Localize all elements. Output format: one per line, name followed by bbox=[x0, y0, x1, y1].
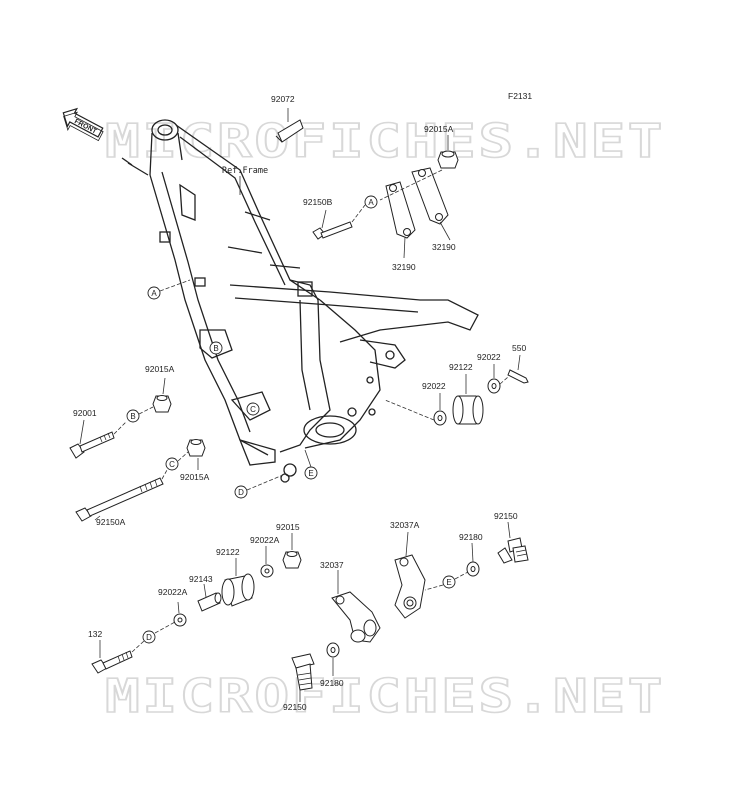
part-92150B-bolt bbox=[312, 209, 353, 240]
callout-c-left: C bbox=[169, 460, 175, 469]
part-132-bolt bbox=[91, 640, 133, 674]
label-92150-right: 92150 bbox=[494, 511, 518, 521]
callout-e-frame: E bbox=[308, 469, 313, 478]
label-92150B: 92150B bbox=[303, 197, 333, 207]
watermark-bottom: MICROFICHES.NET bbox=[105, 669, 665, 723]
callout-d-lower: D bbox=[146, 633, 152, 642]
label-92150A: 92150A bbox=[96, 517, 126, 527]
label-92001: 92001 bbox=[73, 408, 97, 418]
callout-a-top: A bbox=[368, 198, 374, 207]
figure-id: F2131 bbox=[508, 91, 532, 101]
part-92150A-long-bolt bbox=[75, 477, 164, 522]
label-92022A-b: 92022A bbox=[158, 587, 188, 597]
part-92072-clip bbox=[275, 108, 304, 143]
motorcycle-frame bbox=[121, 119, 479, 483]
part-32037-link bbox=[331, 570, 381, 643]
callout-c-frame: C bbox=[250, 405, 256, 414]
part-92122-collar-a bbox=[452, 374, 484, 425]
label-92015A-c: 92015A bbox=[180, 472, 210, 482]
part-92015A-nut-c bbox=[186, 439, 206, 470]
label-92022A-a: 92022A bbox=[250, 535, 280, 545]
ref-frame-label: Ref.Frame bbox=[222, 166, 268, 176]
label-92015A-top: 92015A bbox=[424, 124, 454, 134]
part-92143-collar bbox=[197, 583, 222, 612]
label-32190-a: 32190 bbox=[432, 242, 456, 252]
part-92022A-washer-a bbox=[260, 546, 274, 578]
part-550-cotter-pin bbox=[507, 354, 529, 384]
label-32190-b: 32190 bbox=[392, 262, 416, 272]
part-92180-washer-a bbox=[466, 542, 480, 577]
callout-e-lower: E bbox=[446, 578, 451, 587]
label-92022-b: 92022 bbox=[422, 381, 446, 391]
part-32037A-link bbox=[394, 531, 426, 619]
callout-b-frame: B bbox=[213, 344, 218, 353]
part-92180-washer-b bbox=[326, 642, 340, 676]
part-92150-flange-bolt bbox=[497, 521, 529, 564]
part-92001-bolt bbox=[69, 419, 115, 459]
label-32037A: 32037A bbox=[390, 520, 420, 530]
label-92180-b: 92180 bbox=[320, 678, 344, 688]
label-92072: 92072 bbox=[271, 94, 295, 104]
part-92022A-washer-b bbox=[173, 601, 187, 627]
part-92122-collar-b bbox=[221, 558, 255, 607]
callout-b-left: B bbox=[130, 412, 135, 421]
label-92015: 92015 bbox=[276, 522, 300, 532]
label-92122-b: 92122 bbox=[216, 547, 240, 557]
label-92022-a: 92022 bbox=[477, 352, 501, 362]
part-92015-nut bbox=[282, 533, 302, 569]
callout-a-frame: A bbox=[151, 289, 157, 298]
label-92122-a: 92122 bbox=[449, 362, 473, 372]
label-550: 550 bbox=[512, 343, 526, 353]
part-32190-bracket-front bbox=[385, 181, 416, 239]
part-92150-flange-bolt-lower bbox=[291, 653, 315, 702]
label-92180-a: 92180 bbox=[459, 532, 483, 542]
label-32037: 32037 bbox=[320, 560, 344, 570]
label-92143: 92143 bbox=[189, 574, 213, 584]
part-92022-washer-a bbox=[487, 364, 501, 394]
part-32190-bracket-rear bbox=[411, 167, 449, 225]
front-arrow-icon: FRONT bbox=[62, 107, 104, 142]
part-92022-washer-b bbox=[433, 393, 447, 426]
label-92015A-left: 92015A bbox=[145, 364, 175, 374]
label-132: 132 bbox=[88, 629, 102, 639]
part-92015A-nut-left bbox=[152, 377, 172, 413]
callout-d-frame: D bbox=[238, 488, 244, 497]
watermark-top: MICROFICHES.NET bbox=[105, 114, 665, 168]
part-92015A-nut bbox=[437, 135, 459, 169]
label-92150-lower: 92150 bbox=[283, 702, 307, 712]
